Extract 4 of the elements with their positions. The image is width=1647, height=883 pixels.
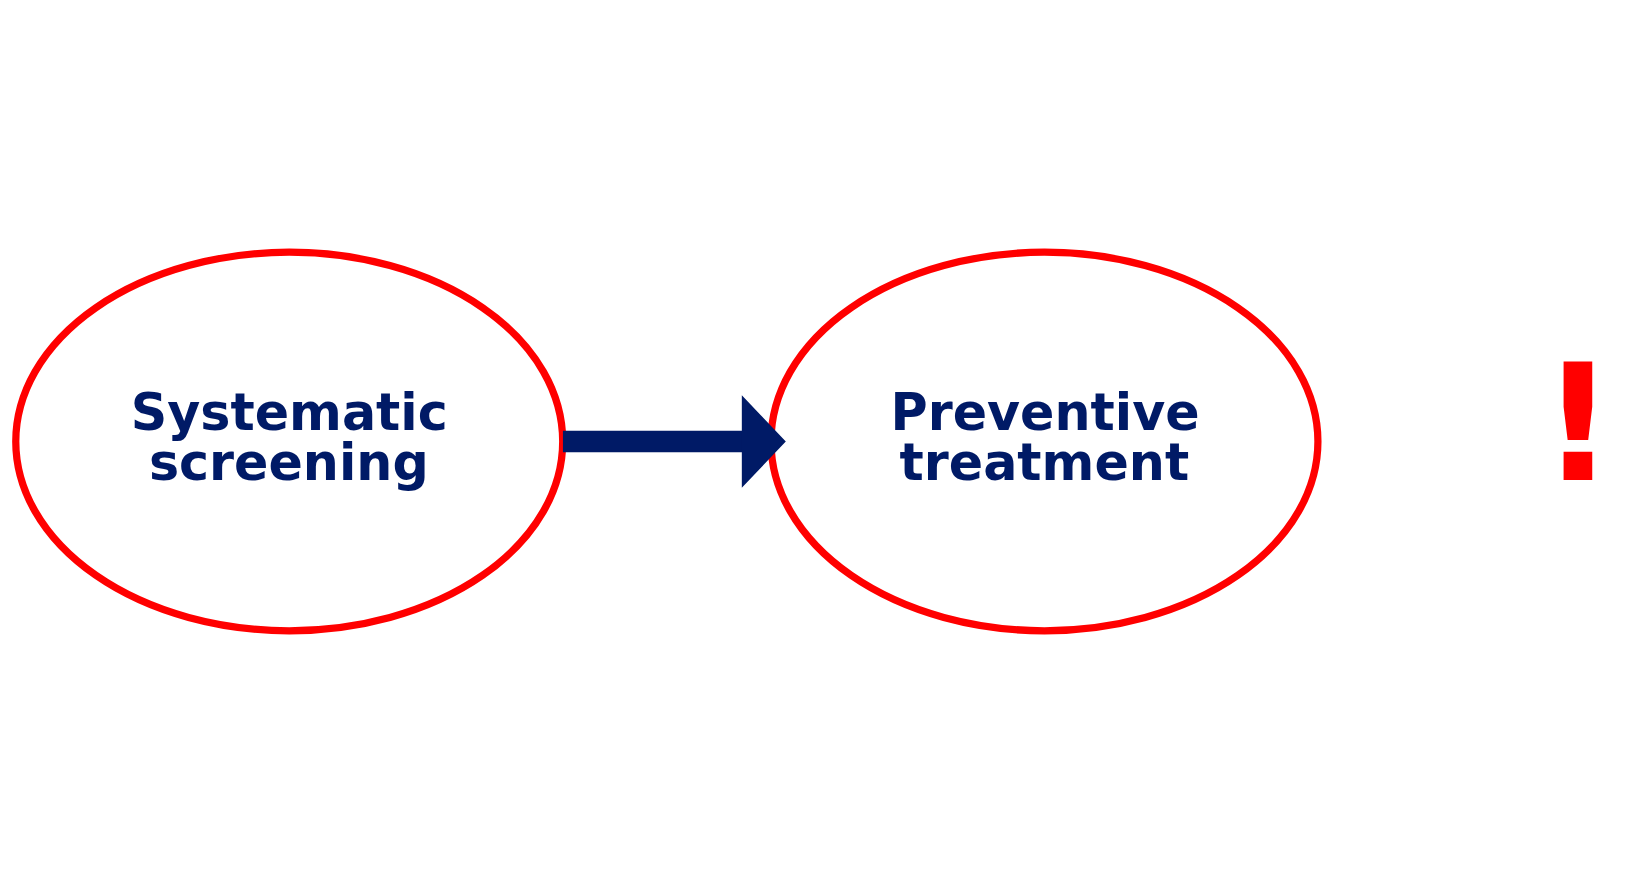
node-ellipse: Systematic screening (12, 248, 567, 635)
node-ellipse: Preventive treatment (767, 248, 1322, 635)
label: ! (1540, 329, 1616, 519)
arrow (562, 395, 786, 488)
